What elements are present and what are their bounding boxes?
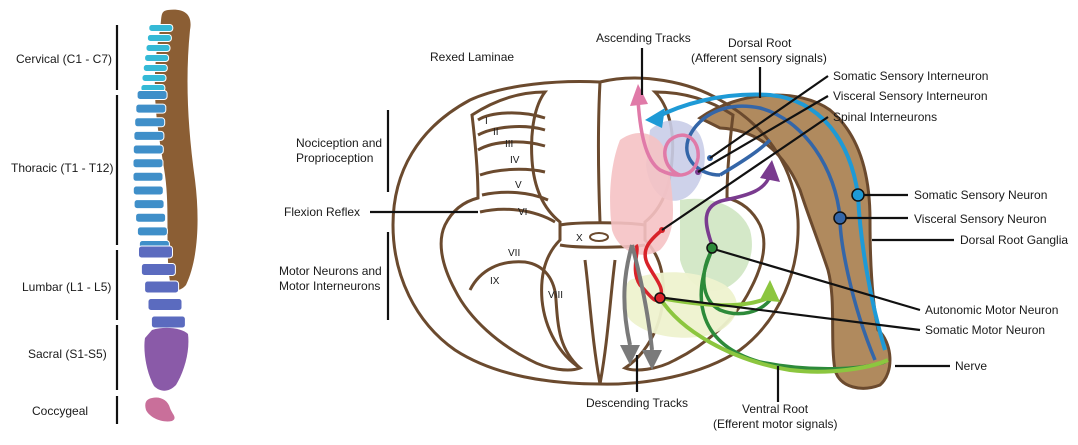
lamina-VI: VI: [518, 207, 527, 218]
vertebra: [136, 104, 166, 113]
vertebra: [145, 55, 169, 62]
ascending-tracks-label: Ascending Tracks: [596, 31, 691, 45]
vertebra: [145, 281, 179, 293]
autonomic-motor-neuron-body: [707, 243, 717, 253]
green-arrowhead: [760, 280, 780, 302]
vertebra: [139, 246, 173, 258]
sacrum: [144, 328, 188, 391]
ventral-root-label-2: (Efferent motor signals): [713, 417, 838, 431]
lumbar-label: Lumbar (L1 - L5): [22, 280, 111, 294]
nerve-label: Nerve: [955, 359, 987, 373]
somatic-sensory-arrowhead: [645, 108, 665, 128]
vertebra: [136, 213, 166, 222]
vertebra: [143, 65, 167, 72]
lamina-VII: VII: [508, 248, 520, 259]
vertebra: [134, 200, 164, 209]
vertebra: [141, 264, 175, 276]
vertebra: [133, 172, 163, 181]
vertebra: [134, 131, 164, 140]
vertebra: [135, 118, 165, 127]
lamina-I: I: [485, 116, 488, 127]
lamina-V: V: [515, 180, 522, 191]
sacral-label: Sacral (S1-S5): [28, 347, 107, 361]
spinal-interneurons-label: Spinal Interneurons: [833, 110, 937, 124]
cross-section: I II III IV V VI VII VIII IX X Rexed Lam…: [279, 31, 1068, 431]
thoracic-label: Thoracic (T1 - T12): [11, 161, 113, 175]
dorsal-root-label-2: (Afferent sensory signals): [691, 51, 827, 65]
flexion-label: Flexion Reflex: [284, 205, 360, 219]
lamina-II: II: [493, 127, 499, 138]
dorsal-root-ganglia-label: Dorsal Root Ganglia: [960, 233, 1068, 247]
dorsal-median-septum: [599, 82, 601, 222]
ventral-root-label-1: Ventral Root: [742, 402, 809, 416]
visceral-sensory-interneuron-label: Visceral Sensory Interneuron: [833, 89, 988, 103]
purple-arrowhead: [760, 160, 780, 182]
descending-tracks-label: Descending Tracks: [586, 396, 688, 410]
somatic-sensory-interneuron-label: Somatic Sensory Interneuron: [833, 69, 988, 83]
vertebra: [146, 45, 170, 52]
vertebra: [133, 145, 163, 154]
ascending-arrowhead: [630, 84, 648, 106]
dorsal-root-label-1: Dorsal Root: [728, 36, 792, 50]
rexed-laminae-title: Rexed Laminae: [430, 50, 514, 64]
vertebra: [137, 227, 167, 236]
lamina-IV: IV: [510, 155, 520, 166]
visceral-sensory-neuron-body: [834, 212, 846, 224]
lamina-lines: [478, 113, 555, 222]
autonomic-motor-neuron-leader: [717, 250, 920, 310]
somatic-motor-neuron-label: Somatic Motor Neuron: [925, 323, 1045, 337]
lamina-VIII: VIII: [548, 290, 563, 301]
vertebra: [149, 25, 173, 32]
motor-label-2: Motor Interneurons: [279, 279, 380, 293]
cervical-label: Cervical (C1 - C7): [16, 52, 112, 66]
coccyx: [145, 397, 174, 421]
vertebra: [133, 186, 163, 195]
motor-label-1: Motor Neurons and: [279, 264, 382, 278]
autonomic-motor-neuron-label: Autonomic Motor Neuron: [925, 303, 1058, 317]
lamina-IX: IX: [490, 276, 500, 287]
vertebra: [133, 159, 163, 168]
visceral-sensory-neuron-label: Visceral Sensory Neuron: [914, 212, 1047, 226]
coccygeal-label: Coccygeal: [32, 404, 88, 418]
somatic-sensory-neuron-body: [852, 189, 864, 201]
vertebra: [147, 35, 171, 42]
somatic-sensory-neuron-label: Somatic Sensory Neuron: [914, 188, 1047, 202]
nociception-label-1: Nociception and: [296, 136, 382, 150]
vertebra: [148, 299, 182, 311]
vertebra: [142, 75, 166, 82]
ventral-fissure: [585, 260, 615, 384]
central-canal: [590, 233, 608, 241]
lamina-III: III: [505, 139, 513, 150]
lamina-X: X: [576, 233, 583, 244]
nociception-label-2: Proprioception: [296, 151, 373, 165]
vertebra: [137, 91, 167, 100]
vertebra: [151, 316, 185, 328]
spinal-column: Cervical (C1 - C7) Thoracic (T1 - T12) L…: [11, 10, 198, 424]
somatic-motor-neuron-body: [655, 293, 665, 303]
